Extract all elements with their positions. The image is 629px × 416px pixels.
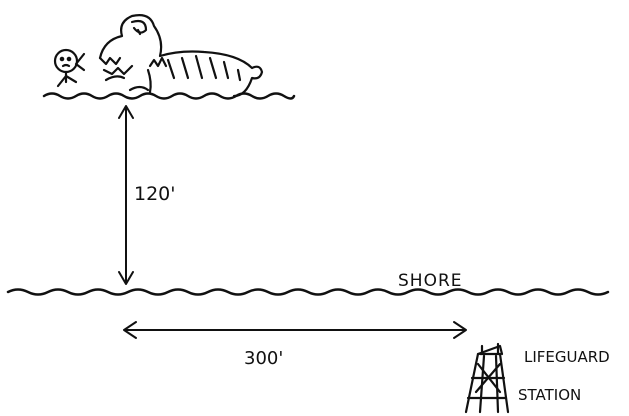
station-label-line1: LIFEGUARD xyxy=(524,348,610,366)
horizontal-distance-arrow xyxy=(123,321,467,339)
vertical-distance-arrow xyxy=(118,105,134,285)
swimmer-icon xyxy=(53,48,86,88)
station-label-line2: STATION xyxy=(518,386,581,404)
shore-line xyxy=(6,288,610,296)
swimmer-distance-label: 120' xyxy=(134,183,176,205)
lifeguard-tower-icon xyxy=(464,342,510,414)
swimmer-water-line xyxy=(42,92,296,100)
shore-label: SHORE xyxy=(398,271,463,291)
sea-creature-icon xyxy=(98,14,264,98)
along-shore-distance-label: 300' xyxy=(244,348,283,369)
